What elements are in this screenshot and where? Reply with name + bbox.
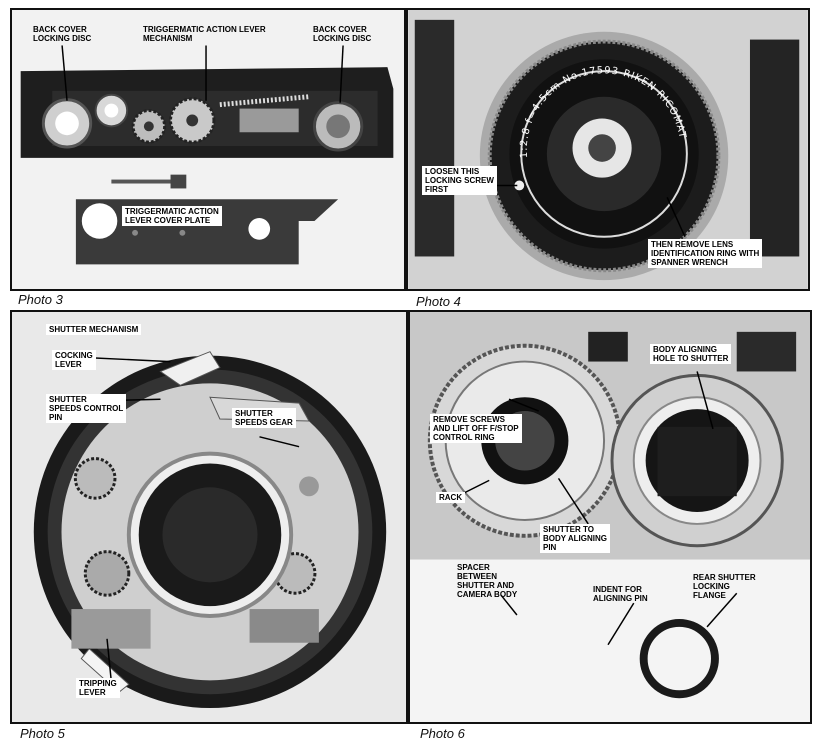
photo-5-image	[12, 312, 406, 722]
photo-5-caption: Photo 5	[20, 726, 65, 741]
photo-6-image	[410, 312, 810, 722]
photo-6-caption: Photo 6	[420, 726, 465, 741]
photo-4-panel: 1:2.8 f=4.5cm No.17593 RIKEN RICOMAT LOO…	[406, 8, 810, 291]
label-rack: RACK	[436, 492, 466, 503]
photo-4-caption: Photo 4	[416, 294, 461, 309]
label-shutter-mechanism: SHUTTER MECHANISM	[46, 324, 142, 335]
photo-3-caption: Photo 3	[18, 292, 63, 307]
photo-3-image	[20, 45, 394, 265]
